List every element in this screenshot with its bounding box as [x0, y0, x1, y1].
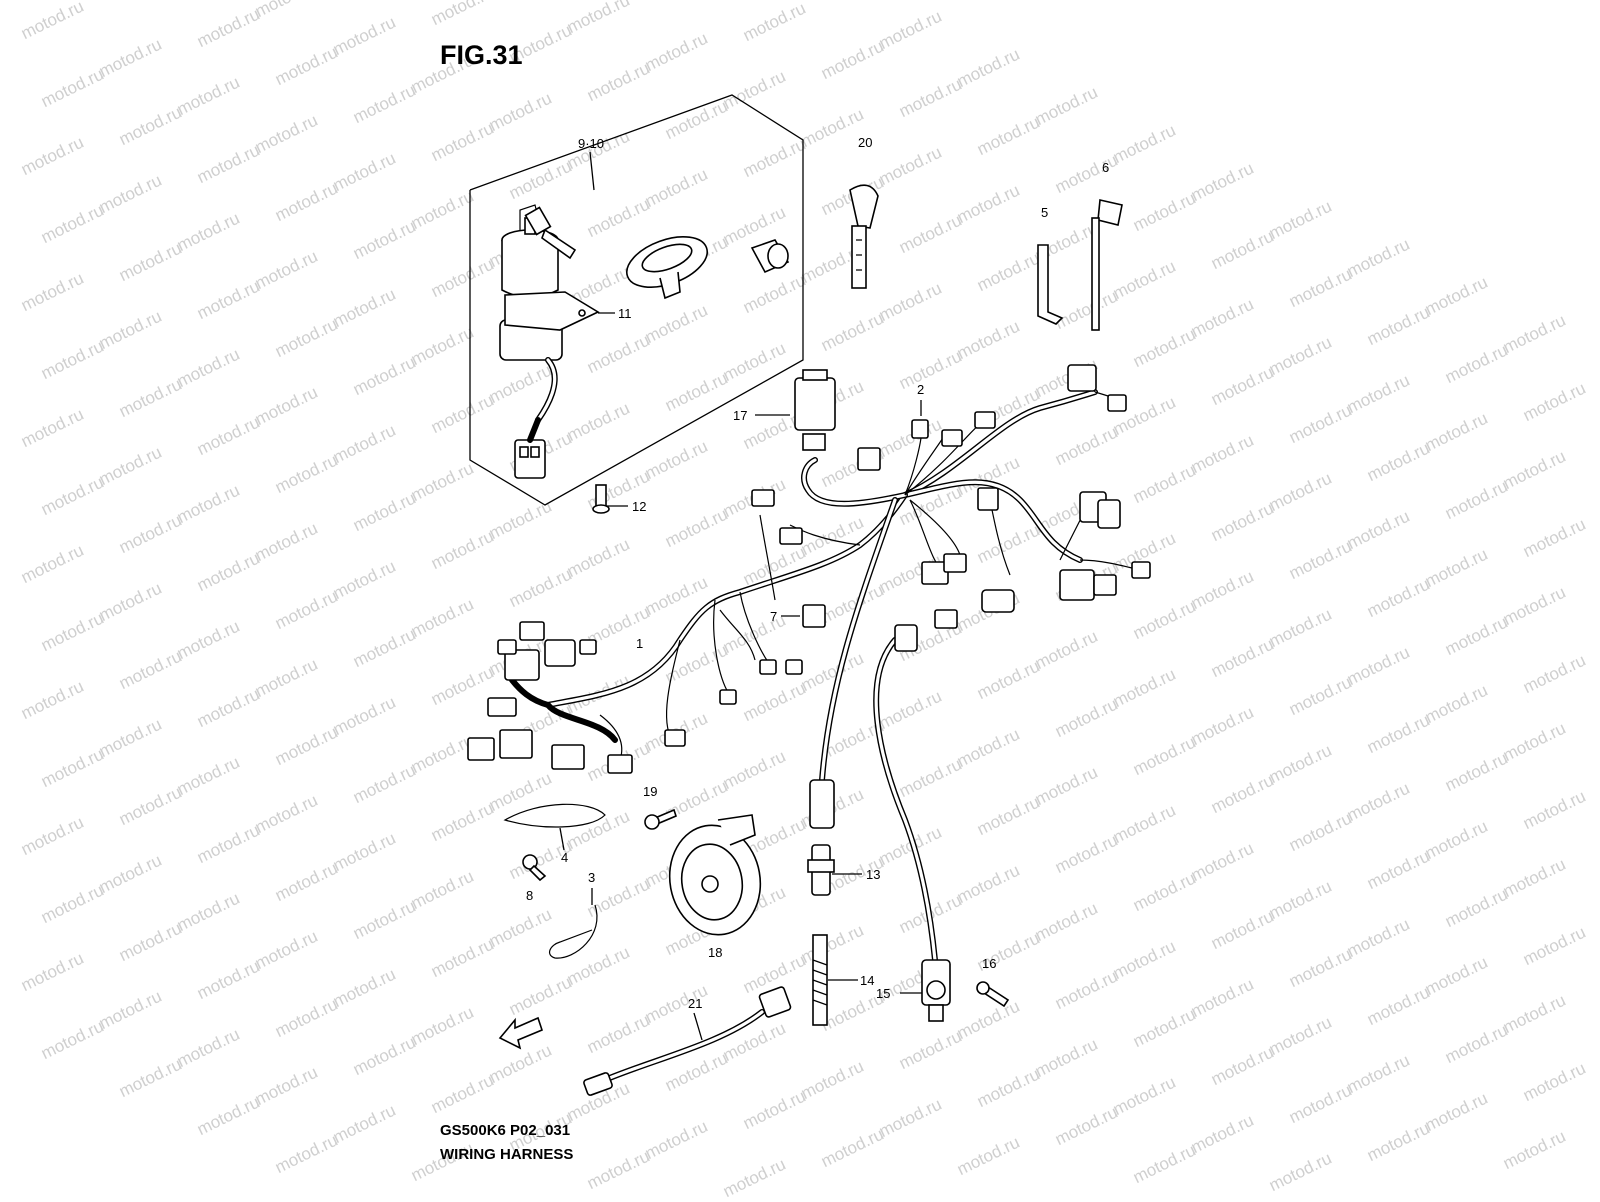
horn-18: 18: [668, 814, 762, 960]
bolt-19: 19: [643, 784, 677, 830]
figure-code: GS500K6 P02_031: [440, 1122, 571, 1139]
callout-14: 14: [860, 973, 874, 988]
lead-wire-21: 21: [583, 986, 792, 1096]
callout-4: 4: [561, 850, 568, 865]
cable-tie-6: 6: [1091, 160, 1123, 331]
callout-13: 13: [866, 867, 880, 882]
callout-17: 17: [733, 408, 747, 423]
switch-15: 15: [876, 959, 951, 1022]
callout-7: 7: [770, 609, 777, 624]
coupler-2: 2: [911, 382, 929, 439]
callout-2: 2: [917, 382, 924, 397]
main-wiring-harness: 1: [467, 364, 1151, 774]
ignition-switch: 11: [499, 204, 632, 479]
front-direction-arrow: [498, 1016, 543, 1050]
figure-title: FIG.31: [440, 40, 523, 70]
stop-switch-13: 13: [807, 844, 880, 896]
callout-6: 6: [1102, 160, 1109, 175]
callout-3: 3: [588, 870, 595, 885]
switch-cables: [809, 497, 938, 963]
screw-12: 12: [592, 484, 646, 514]
callout-16: 16: [982, 956, 996, 971]
clamp-7: 7: [770, 604, 826, 628]
fuel-cap: [626, 236, 708, 300]
callout-11: 11: [618, 306, 632, 321]
figure-name: WIRING HARNESS: [440, 1146, 574, 1163]
callout-20: 20: [858, 135, 872, 150]
callout-8: 8: [526, 888, 533, 903]
callout-9-10: 9·10: [578, 136, 604, 151]
callout-12: 12: [632, 499, 646, 514]
bolt-16: 16: [976, 956, 1010, 1008]
clamp-5: 5: [1037, 205, 1064, 325]
clamp-3: 3: [548, 870, 598, 959]
clamp-4: 4: [503, 803, 606, 865]
callout-5: 5: [1041, 205, 1048, 220]
key-blank-20: 20: [849, 135, 879, 289]
callout-18: 18: [708, 945, 722, 960]
bolt-8: 8: [522, 854, 547, 903]
callout-15: 15: [876, 986, 890, 1001]
ignition-set-box: 9·10: [469, 94, 804, 506]
spring-14: 14: [812, 934, 874, 1026]
callout-19: 19: [643, 784, 657, 799]
seat-lock-cylinder: [750, 239, 790, 274]
relay-17: 17: [733, 369, 836, 451]
callout-21: 21: [688, 996, 702, 1011]
callout-1: 1: [636, 636, 643, 651]
